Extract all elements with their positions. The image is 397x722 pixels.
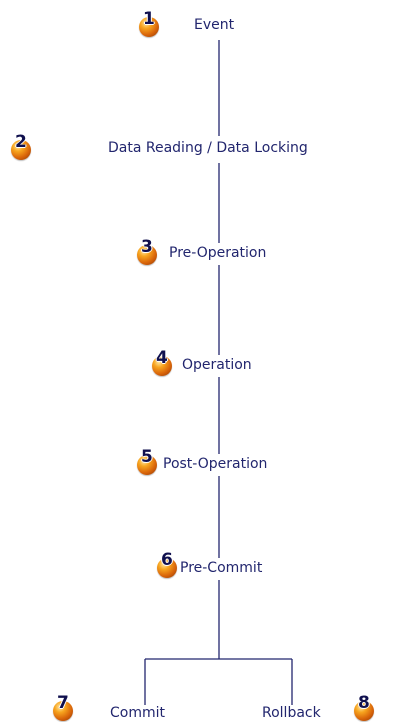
step-2-marker-icon: 2 bbox=[9, 132, 35, 161]
step-1-marker-icon: 1 bbox=[137, 9, 163, 38]
step-7-marker-icon: 7 bbox=[51, 693, 77, 722]
step-3-number: 3 bbox=[141, 237, 153, 257]
step-5-marker-icon: 5 bbox=[135, 447, 161, 476]
orange-ball-icon bbox=[139, 17, 159, 37]
step-4-marker-icon: 4 bbox=[150, 348, 176, 377]
step-3-label: Pre-Operation bbox=[169, 245, 267, 261]
step-5-number: 5 bbox=[141, 447, 153, 467]
orange-ball-icon bbox=[354, 701, 374, 721]
orange-ball-icon bbox=[137, 455, 157, 475]
step-2-number: 2 bbox=[15, 132, 27, 152]
step-4-label: Operation bbox=[182, 357, 252, 373]
orange-ball-icon bbox=[137, 245, 157, 265]
step-1-label: Event bbox=[194, 17, 235, 33]
orange-ball-icon bbox=[53, 701, 73, 721]
step-3-marker-icon: 3 bbox=[135, 237, 161, 266]
step-2-label: Data Reading / Data Locking bbox=[108, 140, 308, 156]
step-8-label: Rollback bbox=[262, 705, 321, 721]
step-7-label: Commit bbox=[110, 705, 165, 721]
step-8-number: 8 bbox=[358, 693, 370, 713]
step-4-number: 4 bbox=[156, 348, 168, 368]
step-5-label: Post-Operation bbox=[163, 456, 268, 472]
orange-ball-icon bbox=[152, 356, 172, 376]
step-6-number: 6 bbox=[161, 550, 173, 570]
step-6-label: Pre-Commit bbox=[180, 560, 263, 576]
orange-ball-icon bbox=[157, 558, 177, 578]
orange-ball-icon bbox=[11, 140, 31, 160]
step-8-marker-icon: 8 bbox=[352, 693, 378, 722]
step-7-number: 7 bbox=[57, 693, 69, 713]
step-1-number: 1 bbox=[143, 9, 155, 29]
step-6-marker-icon: 6 bbox=[155, 550, 181, 579]
